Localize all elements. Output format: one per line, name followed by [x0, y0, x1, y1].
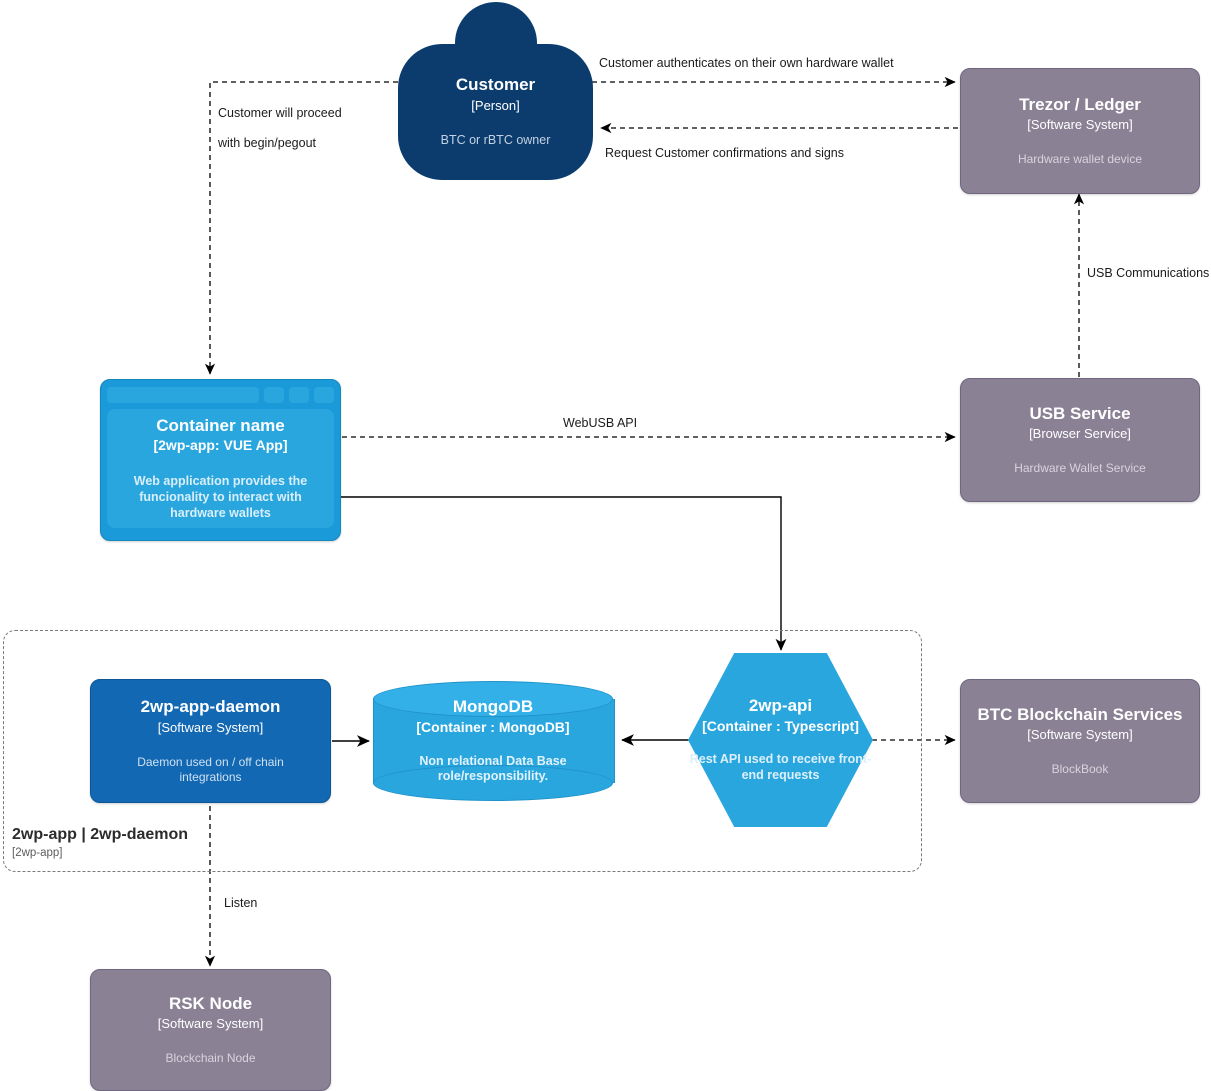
edge-label-listen: Listen [224, 896, 258, 910]
node-2wp-api[interactable]: 2wp-api [Container : Typescript] Rest AP… [688, 653, 873, 827]
node-title: RSK Node [168, 993, 253, 1013]
boundary-label: 2wp-app | 2wp-daemon [2wp-app] [12, 826, 188, 859]
edge-label-webusb-api: WebUSB API [563, 416, 638, 430]
boundary-subtitle: [2wp-app] [12, 847, 63, 859]
cylinder-top [373, 681, 613, 717]
person-body: Customer [Person] BTC or rBTC owner [398, 44, 593, 180]
browser-title-bar [107, 386, 334, 404]
node-title: BTC Blockchain Services [977, 704, 1183, 724]
edge-label-customer-proceed-line1: Customer will proceed [218, 106, 342, 120]
browser-button-close-icon[interactable] [314, 387, 334, 403]
boundary-2wp-app [3, 630, 922, 872]
node-tech: [Software System] [157, 719, 264, 735]
node-desc: Web application provides the funcionalit… [133, 474, 308, 520]
node-tech: [Container : MongoDB] [416, 718, 570, 735]
edge-label-customer-proceed-line2: with begin/pegout [218, 136, 316, 150]
node-tech: [2wp-app: VUE App] [153, 437, 288, 454]
edge-label-request-confirmations: Request Customer confirmations and signs [605, 146, 845, 160]
node-desc: Blockchain Node [165, 1051, 256, 1066]
node-desc: Non relational Data Base role/responsibi… [419, 753, 567, 784]
edge-customer-to-vue-app [204, 81, 398, 375]
edge-vue-app-to-api [341, 496, 787, 651]
node-usb-service[interactable]: USB Service [Browser Service] Hardware W… [960, 378, 1200, 502]
node-2wp-app-daemon[interactable]: 2wp-app-daemon [Software System] Daemon … [90, 679, 331, 803]
node-vue-app[interactable]: Container name [2wp-app: VUE App] Web ap… [100, 379, 341, 541]
node-title: Container name [156, 415, 285, 435]
boundary-title: 2wp-app | 2wp-daemon [12, 826, 189, 843]
node-btc-blockchain-services[interactable]: BTC Blockchain Services [Software System… [960, 679, 1200, 803]
edge-label-customer-authenticates: Customer authenticates on their own hard… [599, 56, 894, 70]
node-title: 2wp-api [748, 696, 813, 716]
browser-address-bar[interactable] [107, 387, 259, 403]
edge-label-usb-communications: USB Communications [1087, 266, 1210, 280]
node-title: Trezor / Ledger [1019, 94, 1141, 114]
browser-button-maximize-icon[interactable] [289, 387, 309, 403]
node-tech: [Software System] [1027, 727, 1133, 743]
node-tech: [Software System] [157, 1016, 264, 1032]
node-desc: Hardware Wallet Service [1014, 461, 1146, 476]
node-desc: Hardware wallet device [1017, 152, 1143, 167]
cylinder-bottom [373, 765, 613, 801]
browser-content: Container name [2wp-app: VUE App] Web ap… [107, 409, 334, 528]
browser-button-minimize-icon[interactable] [264, 387, 284, 403]
node-title: MongoDB [452, 696, 534, 716]
node-tech: [Browser Service] [1029, 426, 1131, 442]
node-trezor-ledger[interactable]: Trezor / Ledger [Software System] Hardwa… [960, 68, 1200, 194]
node-tech: [Person] [471, 98, 520, 114]
node-mongodb[interactable]: MongoDB [Container : MongoDB] Non relati… [373, 681, 615, 801]
node-customer[interactable]: Customer [Person] BTC or rBTC owner [398, 2, 593, 180]
node-tech: [Container : Typescript] [702, 718, 859, 735]
node-rsk-node[interactable]: RSK Node [Software System] Blockchain No… [90, 969, 331, 1091]
node-desc: BTC or rBTC owner [440, 132, 551, 147]
node-title: 2wp-app-daemon [140, 697, 281, 717]
node-title: USB Service [1029, 403, 1131, 423]
node-desc: BlockBook [1051, 762, 1109, 777]
node-desc: Daemon used on / off chain integrations [137, 754, 284, 784]
node-desc: Rest API used to receive front-end reque… [689, 752, 872, 782]
node-tech: [Software System] [1027, 117, 1133, 133]
node-title: Customer [455, 75, 536, 95]
